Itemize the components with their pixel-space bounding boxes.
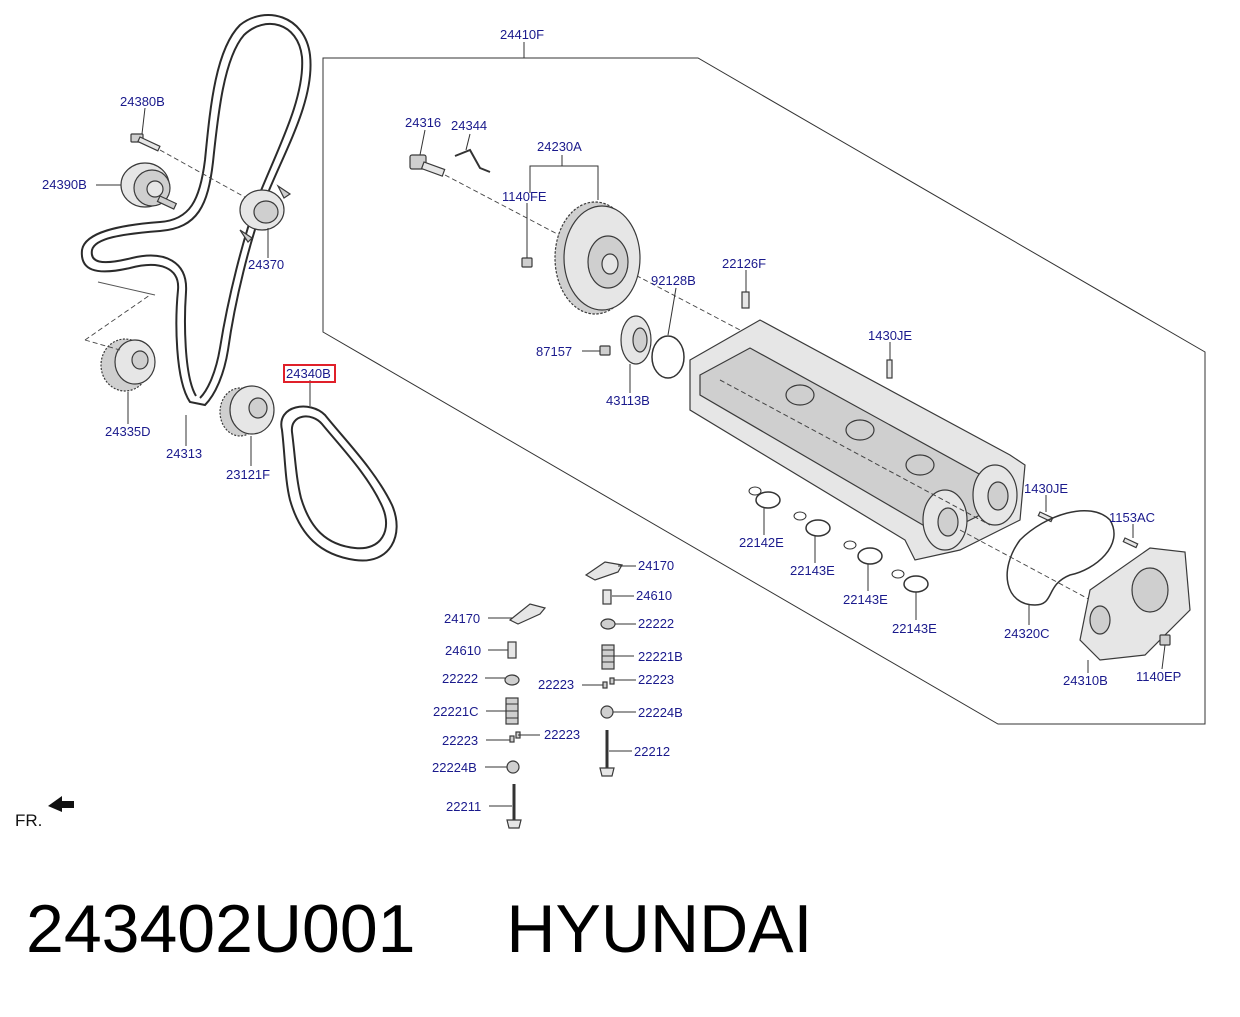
footer: 243402U001 HYUNDAI [26,890,812,980]
label-24390b[interactable]: 24390B [42,177,87,192]
cylinder-head-group-outline [322,57,1206,725]
label-22221b[interactable]: 22221B [638,649,683,664]
label-22126f[interactable]: 22126F [722,256,766,271]
label-22143e-b[interactable]: 22143E [843,592,888,607]
label-24370[interactable]: 24370 [248,257,284,272]
spring-22221b[interactable] [601,644,615,670]
seal-22224b-right[interactable] [600,705,614,719]
label-24320c[interactable]: 24320C [1004,626,1050,641]
bolt-87157[interactable] [599,345,611,356]
label-22223-left[interactable]: 22223 [442,733,478,748]
pin-22126f[interactable] [741,291,750,309]
label-22143e-a[interactable]: 22143E [790,563,835,578]
lash-adjuster-24610-left[interactable] [507,641,517,659]
retainer-22222-right[interactable] [600,618,616,630]
label-24170-right[interactable]: 24170 [638,558,674,573]
cover-24310b[interactable] [1079,547,1191,661]
bolt-1140ep[interactable] [1159,634,1171,646]
clip-22142e[interactable] [748,486,781,509]
lash-adjuster-24610-right[interactable] [602,589,612,605]
label-92128b[interactable]: 92128B [651,273,696,288]
label-24610-right[interactable]: 24610 [636,588,672,603]
label-24344[interactable]: 24344 [451,118,487,133]
tensioner-24370[interactable] [239,184,292,243]
clip-24344[interactable] [454,148,491,173]
label-22224b-right[interactable]: 22224B [638,705,683,720]
label-24316[interactable]: 24316 [405,115,441,130]
cover-43113b[interactable] [620,315,652,365]
label-22222-right[interactable]: 22222 [638,616,674,631]
label-1430je-b[interactable]: 1430JE [1024,481,1068,496]
label-22224b-left[interactable]: 22224B [432,760,477,775]
rocker-arm-24170-right[interactable] [584,561,623,581]
label-43113b[interactable]: 43113B [606,393,650,408]
cotter-22223-right[interactable] [602,677,615,689]
label-1153ac[interactable]: 1153AC [1109,510,1155,525]
label-22143e-c[interactable]: 22143E [892,621,937,636]
label-24340b-highlight [283,364,336,383]
clip-22143e-b[interactable] [843,540,883,565]
label-22223-mid[interactable]: 22223 [538,677,574,692]
cam-sprocket-24230a[interactable] [554,201,641,315]
spring-22221c[interactable] [505,697,519,725]
label-22212[interactable]: 22212 [634,744,670,759]
crank-sprocket-23121f[interactable] [219,385,275,437]
cylinder-head[interactable] [689,319,1026,561]
label-22223-left2[interactable]: 22223 [544,727,580,742]
label-87157[interactable]: 87157 [536,344,572,359]
label-1140ep[interactable]: 1140EP [1136,669,1181,684]
label-22223-right[interactable]: 22223 [638,672,674,687]
label-22221c[interactable]: 22221C [433,704,479,719]
pin-1430je-b[interactable] [1037,511,1054,523]
label-23121f[interactable]: 23121F [226,467,270,482]
parts-diagram: 24410F 24380B 24390B 24370 24316 24344 2… [15,14,1206,830]
plug-1153ac[interactable] [1122,537,1139,549]
label-24610-left[interactable]: 24610 [445,643,481,658]
label-24380b[interactable]: 24380B [120,94,165,109]
clip-22143e-a[interactable] [793,511,831,537]
front-indicator-label: FR. [15,811,42,830]
label-24335d[interactable]: 24335D [105,424,151,439]
label-1430je-a[interactable]: 1430JE [868,328,912,343]
gasket-24320c[interactable] [1006,510,1115,606]
valve-22212[interactable] [599,730,615,777]
idler-pulley-24390b[interactable] [120,162,178,210]
label-22211[interactable]: 22211 [446,799,481,814]
bolt-24380b[interactable] [130,133,161,152]
label-24310b[interactable]: 24310B [1063,673,1108,688]
cotter-22223-left[interactable] [509,731,521,743]
label-24170-left[interactable]: 24170 [444,611,480,626]
label-1140fe[interactable]: 1140FE [502,189,547,204]
label-24313[interactable]: 24313 [166,446,202,461]
label-22142e[interactable]: 22142E [739,535,784,550]
seal-92128b[interactable] [651,335,685,379]
label-24340b[interactable]: 24340B [286,366,331,381]
label-22222-left[interactable]: 22222 [442,671,478,686]
sprocket-24335d[interactable] [100,338,156,392]
clip-22143e-c[interactable] [891,569,929,593]
bolt-1140fe[interactable] [521,257,533,268]
seal-22224b-left[interactable] [506,760,520,774]
label-24230a[interactable]: 24230A [537,139,582,154]
bolt-24316[interactable] [409,154,446,177]
part-number: 243402U001 [26,891,416,967]
rocker-arm-24170-left[interactable] [508,603,547,625]
label-24410f[interactable]: 24410F [500,27,544,42]
v-belt-24340b[interactable] [280,405,398,562]
front-arrow-icon [48,796,74,812]
brand-name: HYUNDAI [506,891,813,967]
valve-22211[interactable] [506,784,522,829]
retainer-22222-left[interactable] [504,674,520,686]
pin-1430je-a[interactable] [886,359,893,379]
